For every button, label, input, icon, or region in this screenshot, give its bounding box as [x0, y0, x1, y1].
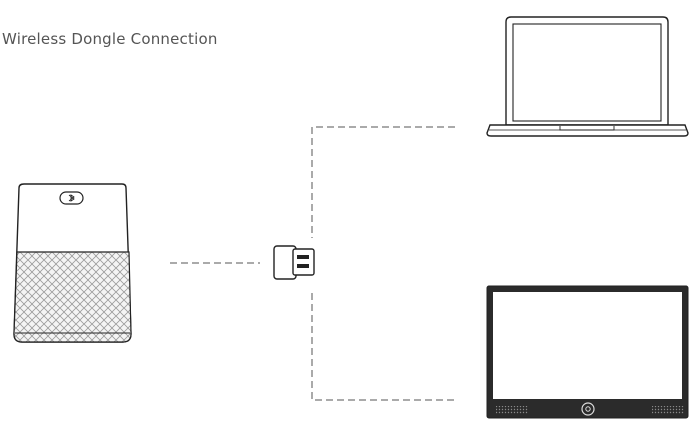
speakerphone-icon	[13, 183, 132, 343]
power-button	[581, 402, 595, 416]
bluetooth-button	[59, 191, 84, 205]
connector-dongle-monitor	[311, 293, 455, 401]
display-monitor-icon	[486, 285, 689, 419]
connector-dongle-laptop	[311, 126, 455, 238]
diagram-title: Wireless Dongle Connection	[2, 30, 218, 48]
laptop-icon	[486, 16, 689, 137]
usb-dongle-icon	[273, 245, 315, 280]
bluetooth-icon	[68, 194, 75, 202]
